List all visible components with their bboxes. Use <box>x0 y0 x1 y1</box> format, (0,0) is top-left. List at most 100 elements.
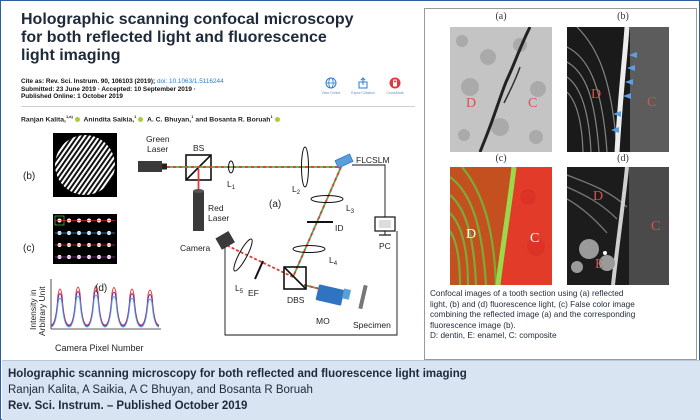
region-letter-c: C <box>647 95 657 110</box>
orcid-icon[interactable] <box>138 116 144 122</box>
figure-caption: Confocal images of a tooth section using… <box>430 289 692 342</box>
image-b-fluorescence: D C <box>567 27 669 152</box>
flcslm-device <box>334 153 354 169</box>
green-laser-label: Green <box>146 134 170 144</box>
author-name[interactable]: Ranjan Kalita, <box>21 116 66 124</box>
image-b-texture <box>567 27 669 152</box>
plot-ylabel-1: Intensity in <box>28 289 38 330</box>
l3-sub: 3 <box>351 209 355 215</box>
label-b: (b) <box>23 171 35 182</box>
objective-tip <box>341 288 352 300</box>
image-c-false-color: D C <box>450 167 552 285</box>
red-laser-top <box>193 189 204 193</box>
ef-label: EF <box>248 288 259 298</box>
red-laser-label: Red <box>208 203 224 213</box>
image-d-texture <box>567 167 669 285</box>
l4-label: L4 <box>329 255 338 267</box>
region-letter-d: D <box>466 227 477 242</box>
hologram-disk <box>55 135 115 195</box>
l2-letter: L <box>292 184 297 194</box>
plot-ylabel-2: Arbitrary Unit <box>37 286 47 336</box>
label-c: (c) <box>23 243 35 254</box>
image-label-c: (c) <box>495 153 507 164</box>
paper-title-line: for both reflected light and fluorescenc… <box>21 29 327 46</box>
microscope-objective <box>315 284 345 306</box>
flcslm-label: FLCSLM <box>356 155 390 165</box>
caption-line: fluorescence image (b). <box>430 320 516 330</box>
region-letter-e: E <box>595 257 604 272</box>
view-online-label: View Online <box>321 91 341 95</box>
image-a-reflected: D C <box>450 27 552 152</box>
camera-device <box>215 230 235 250</box>
orcid-icon[interactable] <box>274 116 280 122</box>
camera-label: Camera <box>180 243 211 253</box>
dichroic-beam-splitter <box>283 266 307 290</box>
label-d: (d) <box>95 283 107 294</box>
region-letter-c: C <box>530 231 540 246</box>
bs-label: BS <box>193 143 205 153</box>
spot-array-spots <box>54 215 115 259</box>
label-a: (a) <box>269 199 281 210</box>
l2-label: L2 <box>292 184 301 196</box>
l1-label: L1 <box>227 179 236 191</box>
detection-beam <box>225 244 294 278</box>
plot-xlabel: Camera Pixel Number <box>55 343 144 353</box>
lens-l4 <box>292 245 326 253</box>
view-online-tool[interactable]: View Online <box>318 77 344 95</box>
image-label-d: (d) <box>617 153 629 164</box>
region-letter-d: D <box>466 96 477 111</box>
crossmark-label: CrossMark <box>386 91 404 95</box>
l2-sub: 2 <box>297 190 301 196</box>
caption-line: combining the reflected image (a) and th… <box>430 310 636 320</box>
author-affil: 1 <box>270 114 273 119</box>
cite-label: Cite as: Rev. Sci. Instrum. 90, 106103 (… <box>21 78 157 85</box>
green-laser-label: Laser <box>147 144 168 154</box>
crossmark-tool[interactable]: CrossMark <box>382 77 408 95</box>
paper-title-line: light imaging <box>21 47 121 64</box>
emission-filter <box>254 260 264 280</box>
red-laser-body <box>193 191 204 231</box>
id-label: ID <box>335 223 344 233</box>
l5-label: L5 <box>235 283 244 295</box>
lens-l2 <box>301 146 309 188</box>
crossmark-icon <box>389 77 401 89</box>
region-letter-d: D <box>593 189 604 204</box>
l4-sub: 4 <box>334 261 338 267</box>
footer-banner: Holographic scanning microscopy for both… <box>2 360 700 420</box>
region-letter-c: C <box>651 219 661 234</box>
paper-title: Holographic scanning confocal microscopy… <box>21 11 354 65</box>
dbs-label: DBS <box>287 295 305 305</box>
published-line: Published Online: 1 October 2019 <box>21 93 123 101</box>
author-line: Ranjan Kalita,1,a) Anindita Saikia,1 A. … <box>21 114 282 123</box>
author-name[interactable]: Anindita Saikia, <box>83 116 135 124</box>
paper-title-line: Holographic scanning confocal microscopy <box>21 11 354 28</box>
export-citation-label: Export Citation <box>351 91 375 95</box>
image-label-a: (a) <box>495 11 507 22</box>
l3-letter: L <box>346 203 351 213</box>
doi-link[interactable]: doi: 10.1063/1.5116244 <box>156 78 224 85</box>
lens-l3 <box>310 195 344 203</box>
region-letter-c: C <box>528 96 538 111</box>
footer-title: Holographic scanning microscopy for both… <box>8 368 467 380</box>
intensity-plot <box>50 279 161 330</box>
caption-line: light, (b) and (d) fluorescence light, (… <box>430 299 635 309</box>
author-affil: 1 <box>134 114 137 119</box>
l5-letter: L <box>235 283 240 293</box>
l5-sub: 5 <box>240 289 244 295</box>
caption-line: D: dentin, E: enamel, C: composite <box>430 331 557 341</box>
region-letter-d: D <box>591 87 602 102</box>
paper-page: Holographic scanning confocal microscopy… <box>11 7 421 357</box>
image-label-b: (b) <box>617 11 629 22</box>
pc-label: PC <box>379 241 391 251</box>
confocal-images-panel: (a) D C (b) <box>424 8 697 360</box>
author-name[interactable]: A. C. Bhuyan, <box>147 116 192 124</box>
mo-label: MO <box>316 316 330 326</box>
export-citation-tool[interactable]: Export Citation <box>350 77 376 95</box>
author-affil: 1 <box>191 114 194 119</box>
globe-icon <box>325 77 337 89</box>
l4-letter: L <box>329 255 334 265</box>
submitted-line: Submitted: 23 June 2019 · Accepted: 10 S… <box>21 85 196 93</box>
orcid-icon[interactable] <box>74 116 80 122</box>
author-name[interactable]: and Bosanta R. Boruah <box>195 116 271 124</box>
